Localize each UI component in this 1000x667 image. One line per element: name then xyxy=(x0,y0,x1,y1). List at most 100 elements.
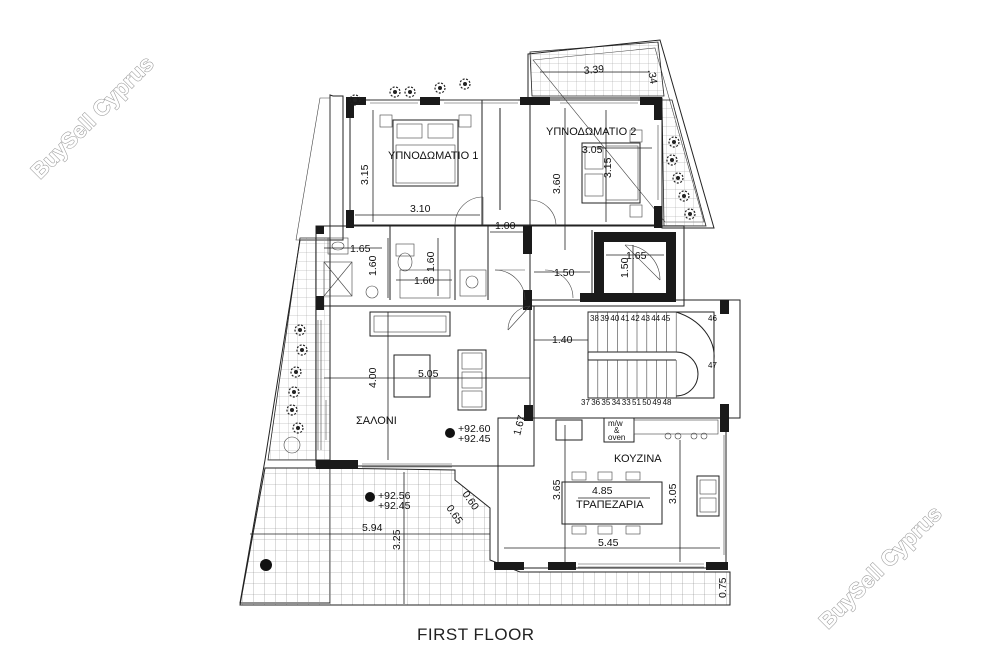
stair-number-bottom: 35 xyxy=(601,398,610,407)
plant-icon xyxy=(292,422,304,434)
plant-icon xyxy=(294,324,306,336)
bedroom-1-label: ΥΠΝΟΔΩΜΑΤΙΟ 1 xyxy=(388,150,478,162)
stair-number-top: 42 xyxy=(631,314,640,323)
stair-number-bottom: 33 xyxy=(622,398,631,407)
stair-number-47: 47 xyxy=(708,361,717,370)
dim-1-60-b: 1.60 xyxy=(414,275,435,287)
dim-3-15-bedroom1: 3.15 xyxy=(359,164,371,185)
dim-1-50-shaft: 1.50 xyxy=(619,257,631,278)
appliance-label-line3: oven xyxy=(608,433,625,442)
dim-0-34: .34 xyxy=(645,68,659,85)
dim-1-00: 1.00 xyxy=(495,220,516,232)
level-veranda-b: +92.45 xyxy=(378,500,411,512)
dim-5-45: 5.45 xyxy=(598,537,619,549)
bedroom-1-bed xyxy=(379,114,472,187)
dim-1-67: 1.67 xyxy=(511,414,528,437)
stair-number-top: 40 xyxy=(610,314,619,323)
stair-number-bottom: 48 xyxy=(663,398,672,407)
plant-icon xyxy=(290,366,302,378)
staircase xyxy=(587,311,715,399)
plant-icon-center xyxy=(298,328,302,332)
plant-icon xyxy=(389,86,401,98)
dimension-lines xyxy=(250,71,731,604)
plant-icon-center xyxy=(438,86,442,90)
plant-icon xyxy=(666,154,678,166)
dim-1-50-hall: 1.50 xyxy=(554,267,575,279)
stair-number-top: 44 xyxy=(651,314,660,323)
plant-icon-center xyxy=(463,82,467,86)
dim-3-60: 3.60 xyxy=(551,173,563,194)
dim-1-60-c: 1.60 xyxy=(425,251,437,272)
dim-1-65-shaft: 1.65 xyxy=(626,250,647,262)
living-furniture xyxy=(325,311,487,440)
stair-number-top: 43 xyxy=(641,314,650,323)
plant-icon xyxy=(668,136,680,148)
plant-icon-center xyxy=(688,212,692,216)
dim-3-39: 3.39 xyxy=(583,63,605,77)
plant-icon-center xyxy=(300,348,304,352)
plant-icon xyxy=(672,172,684,184)
level-veranda-a: +92.56 xyxy=(378,490,411,502)
door-swings xyxy=(454,196,661,331)
stair-number-top: 41 xyxy=(621,314,630,323)
stair-number-bottom: 49 xyxy=(652,398,661,407)
stair-number-bottom: 36 xyxy=(591,398,600,407)
stair-number-bottom: 37 xyxy=(581,398,590,407)
dim-1-65-bath: 1.65 xyxy=(350,243,371,255)
level-markers xyxy=(260,428,455,571)
plant-icon-center xyxy=(296,426,300,430)
plant-icon-center xyxy=(292,390,296,394)
plant-icon xyxy=(459,78,471,90)
watermark-top-left: BuySell Cyprus xyxy=(26,51,159,184)
plant-icon-center xyxy=(676,176,680,180)
appliance-label-line2: & xyxy=(614,426,620,435)
level-living-b: +92.45 xyxy=(458,433,491,445)
dim-1-60-a: 1.60 xyxy=(367,255,379,276)
plant-icon xyxy=(296,344,308,356)
dim-5-94: 5.94 xyxy=(362,522,383,534)
plant-icon-center xyxy=(290,408,294,412)
watermark-bottom-right: BuySell Cyprus xyxy=(814,501,947,634)
dim-4-00: 4.00 xyxy=(367,367,379,388)
plant-icon xyxy=(678,190,690,202)
structural-walls xyxy=(316,97,729,570)
plant-icon-center xyxy=(672,140,676,144)
dim-3-05-kitchen: 3.05 xyxy=(667,483,679,504)
plant-icon xyxy=(349,94,361,106)
appliance-label-line1: m/w xyxy=(608,419,623,428)
plant-icon-center xyxy=(682,194,686,198)
bedroom-2-label: ΥΠΝΟΔΩΜΑΤΙΟ 2 xyxy=(546,126,636,138)
bathroom-fixtures xyxy=(323,237,487,299)
stair-number-top: 39 xyxy=(600,314,609,323)
dining-label: ΤΡΑΠΕΖΑΡΙΑ xyxy=(576,499,644,511)
dim-0-75: 0.75 xyxy=(717,577,729,598)
stair-number-bottom: 34 xyxy=(612,398,621,407)
dim-1-40: 1.40 xyxy=(552,334,573,346)
dim-3-15-bedroom2: 3.15 xyxy=(602,157,614,178)
plant-icon-center xyxy=(670,158,674,162)
living-room-label: ΣΑΛΟΝΙ xyxy=(356,415,397,427)
dim-5-05: 5.05 xyxy=(418,368,439,380)
windows xyxy=(317,99,725,568)
dim-3-65: 3.65 xyxy=(551,479,563,500)
stair-number-46: 46 xyxy=(708,314,717,323)
dim-3-10: 3.10 xyxy=(410,203,431,215)
level-living-a: +92.60 xyxy=(458,423,491,435)
plant-icon xyxy=(684,208,696,220)
stair-number-bottom: 50 xyxy=(642,398,651,407)
dim-3-25: 3.25 xyxy=(391,529,403,550)
plant-icon xyxy=(434,82,446,94)
stair-number-top: 45 xyxy=(661,314,670,323)
plant-icon xyxy=(404,86,416,98)
stair-number-bottom: 51 xyxy=(632,398,641,407)
plant-icon-center xyxy=(353,98,357,102)
terrace-paving xyxy=(239,41,731,606)
plant-icon-center xyxy=(408,90,412,94)
plant-icon-center xyxy=(294,370,298,374)
plant-icon xyxy=(286,404,298,416)
plant-icon xyxy=(288,386,300,398)
kitchen-label: ΚΟΥΖΙΝΑ xyxy=(614,453,662,465)
floor-caption: FIRST FLOOR xyxy=(417,625,535,644)
